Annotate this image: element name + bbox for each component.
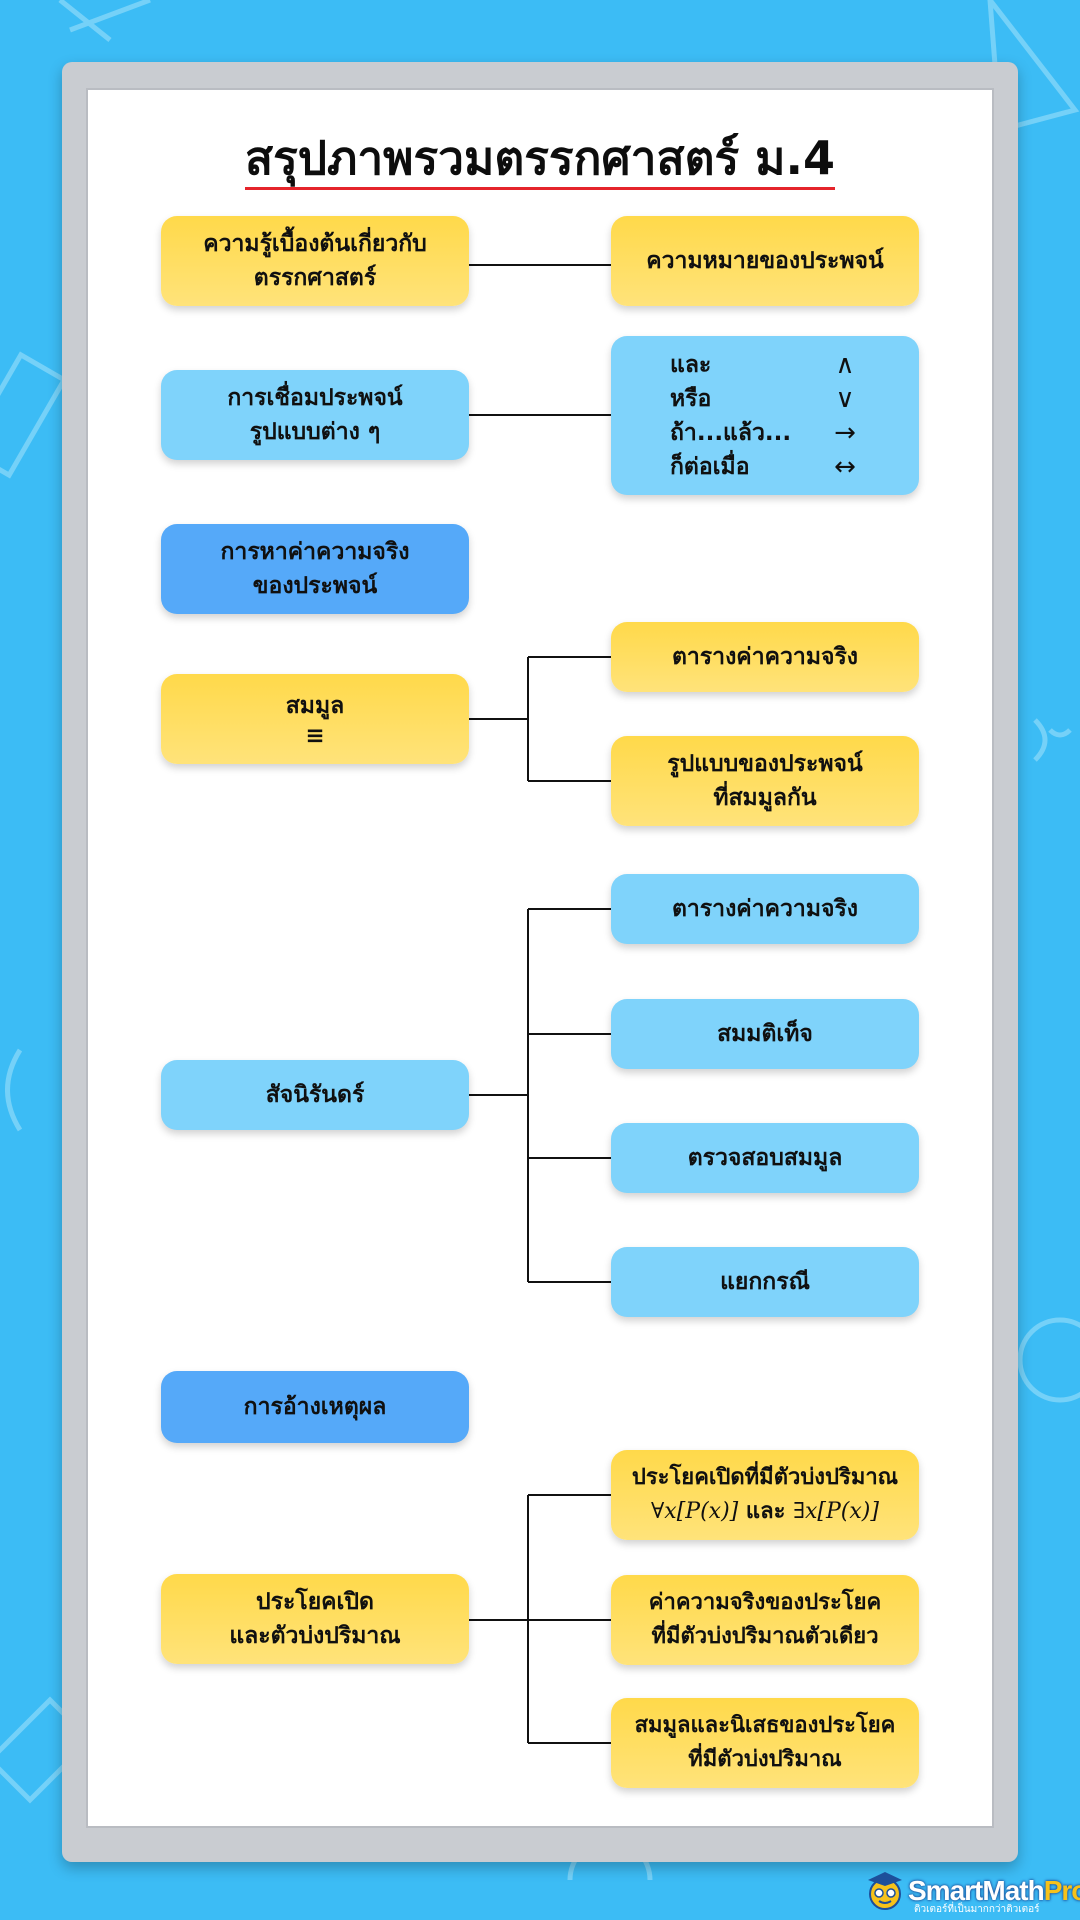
logo-wordmark: SmartMathPro: [908, 1875, 1080, 1907]
node-open-truth-value: ค่าความจริงของประโยค ที่มีตัวบ่งปริมาณตั…: [611, 1575, 919, 1665]
paren-doodle: [5, 1048, 23, 1132]
logo-tagline: ติวเตอร์ที่เป็นมากกว่าติวเตอร์: [914, 1904, 1040, 1915]
smartmathpro-logo: SmartMathPro ติวเตอร์ที่เป็นมากกว่าติวเต…: [862, 1868, 1080, 1915]
node-taut-truth-table: ตารางค่าความจริง: [611, 874, 919, 944]
node-open-sentence: ประโยคเปิด และตัวบ่งปริมาณ: [161, 1574, 469, 1664]
quantifier-formula: ∀x[P(x)] และ ∃x[P(x)]: [651, 1495, 879, 1529]
node-text: และตัวบ่งปริมาณ: [229, 1623, 401, 1649]
connective-symbol: ∨: [835, 383, 855, 414]
node-text: ประโยคเปิด: [256, 1589, 374, 1615]
node-open-equiv-negation: สมมูลและนิเสธของประโยค ที่มีตัวบ่งปริมาณ: [611, 1698, 919, 1788]
node-reasoning: การอ้างเหตุผล: [161, 1371, 469, 1443]
node-text: ความรู้เบื้องต้นเกี่ยวกับ: [203, 231, 427, 257]
logo-smart: Smart: [908, 1875, 983, 1906]
connective-iff: ก็ต่อเมื่อ ↔: [670, 450, 860, 484]
node-text: การอ้างเหตุผล: [243, 1394, 387, 1420]
connective-symbol: ↔: [834, 451, 856, 482]
node-text: ตรวจสอบสมมูล: [687, 1145, 843, 1171]
exists-formula: ∃x[P(x)]: [793, 1499, 879, 1524]
logo-math: Math: [982, 1875, 1044, 1906]
connective-implies: ถ้า...แล้ว... →: [670, 416, 860, 450]
link-equivalence-children: [469, 656, 611, 782]
protractor-doodle: [1017, 1317, 1080, 1403]
page-title: สรุปภาพรวมตรรกศาสตร์ ม.4: [0, 122, 1080, 195]
node-taut-check-equivalence: ตรวจสอบสมมูล: [611, 1123, 919, 1193]
node-text: ตรรกศาสตร์: [253, 265, 377, 291]
node-text: รูปแบบของประพจน์: [667, 751, 863, 777]
node-text: ประโยคเปิดที่มีตัวบ่งปริมาณ: [631, 1465, 899, 1490]
node-text: ตารางค่าความจริง: [671, 896, 859, 922]
and-text: และ: [745, 1499, 786, 1524]
title-text: สรุปภาพรวมตรรกศาสตร์ ม.4: [245, 131, 835, 190]
node-taut-assume-false: สมมติเท็จ: [611, 999, 919, 1069]
link-open-children: [469, 1494, 611, 1744]
node-connectives-list: และ ∧ หรือ ∨ ถ้า...แล้ว... → ก็ต่อเมื่อ ↔: [611, 336, 919, 495]
node-text: การหาค่าความจริง: [220, 539, 410, 565]
node-truth-value: การหาค่าความจริง ของประพจน์: [161, 524, 469, 614]
node-tautology: สัจนิรันดร์: [161, 1060, 469, 1130]
pencil-doodle: [0, 351, 68, 479]
node-text: ที่มีตัวบ่งปริมาณ: [688, 1747, 842, 1772]
y-doodle: [1033, 718, 1072, 762]
node-taut-cases: แยกกรณี: [611, 1247, 919, 1317]
node-text: ความหมายของประพจน์: [646, 248, 884, 274]
node-text: ที่สมมูลกัน: [713, 785, 817, 811]
node-text: การเชื่อมประพจน์: [227, 385, 403, 411]
node-text: แยกกรณี: [720, 1269, 810, 1295]
link-tautology-children: [469, 908, 611, 1283]
node-proposition-meaning: ความหมายของประพจน์: [611, 216, 919, 306]
node-text: สมมูล: [285, 693, 345, 719]
forall-formula: ∀x[P(x)]: [651, 1499, 739, 1524]
node-text: สัจนิรันดร์: [265, 1082, 365, 1108]
node-text: ตารางค่าความจริง: [671, 644, 859, 670]
node-text: รูปแบบต่าง ๆ: [249, 419, 381, 445]
node-equiv-forms: รูปแบบของประพจน์ ที่สมมูลกัน: [611, 736, 919, 826]
connective-or: หรือ ∨: [670, 382, 860, 416]
logo-pro: Pro: [1043, 1875, 1080, 1906]
equivalence-symbol: ≡: [305, 723, 325, 749]
ruler-doodle: [58, 0, 151, 42]
node-open-quantifiers: ประโยคเปิดที่มีตัวบ่งปริมาณ ∀x[P(x)] และ…: [611, 1450, 919, 1540]
connective-symbol: →: [834, 417, 856, 448]
node-text: สมมติเท็จ: [717, 1021, 813, 1047]
connective-label: ก็ต่อเมื่อ: [670, 453, 750, 480]
node-logic-basics: ความรู้เบื้องต้นเกี่ยวกับ ตรรกศาสตร์: [161, 216, 469, 306]
node-equivalence: สมมูล ≡: [161, 674, 469, 764]
node-text: ค่าความจริงของประโยค: [648, 1590, 882, 1615]
node-equiv-truth-table: ตารางค่าความจริง: [611, 622, 919, 692]
node-text: ของประพจน์: [252, 573, 378, 599]
connective-and: และ ∧: [670, 348, 860, 382]
connective-label: หรือ: [670, 385, 712, 412]
node-connecting-propositions: การเชื่อมประพจน์ รูปแบบต่าง ๆ: [161, 370, 469, 460]
node-text: ที่มีตัวบ่งปริมาณตัวเดียว: [651, 1624, 879, 1649]
connective-label: และ: [670, 351, 712, 378]
node-text: สมมูลและนิเสธของประโยค: [634, 1713, 896, 1738]
connective-symbol: ∧: [835, 349, 855, 380]
tutor-mascot-icon: [868, 1872, 902, 1910]
connective-label: ถ้า...แล้ว...: [670, 419, 792, 446]
